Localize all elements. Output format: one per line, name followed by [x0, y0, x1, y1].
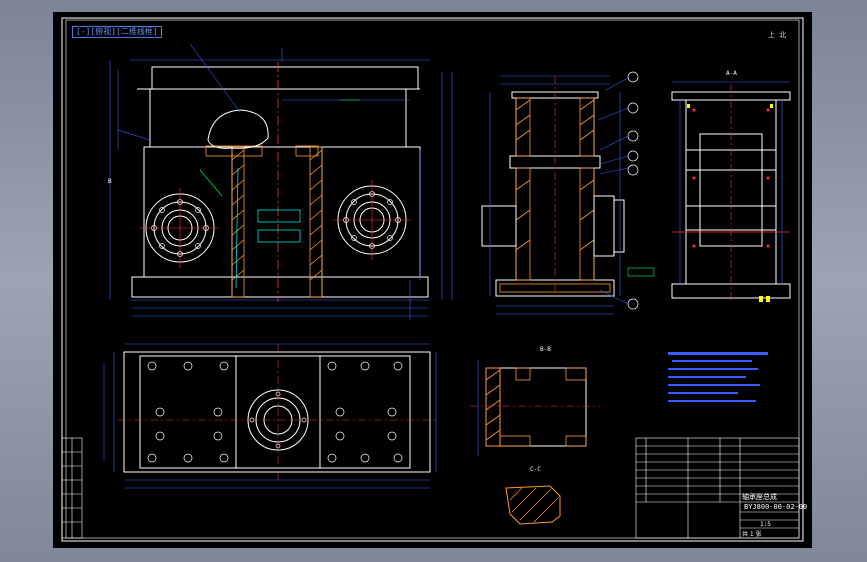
- section-view-c[interactable]: [505, 485, 561, 525]
- drawing-title: 轴承座总成: [742, 493, 777, 501]
- sheet-count: 共 1 张: [742, 531, 762, 538]
- plan-view[interactable]: [103, 343, 438, 489]
- section-label-c: C-C: [530, 466, 541, 473]
- section-label-a: A-A: [726, 70, 737, 77]
- section-label-b: B-B: [540, 346, 551, 353]
- viewport-controls[interactable]: [-][俯视][二维线框]: [72, 26, 162, 38]
- revision-strip: [61, 437, 83, 539]
- drawing-number: BYJ800-00-02-00: [744, 503, 808, 511]
- drawing-scale: 1:5: [760, 521, 771, 528]
- viewcube-compass[interactable]: 上 北: [768, 31, 787, 39]
- technical-notes: [668, 352, 768, 402]
- section-view-b[interactable]: [470, 360, 600, 456]
- inner-frame: [65, 19, 800, 539]
- title-block[interactable]: [635, 437, 800, 539]
- end-view[interactable]: [671, 81, 791, 302]
- view-arrow-label: B: [108, 178, 112, 185]
- outer-frame: [61, 17, 804, 542]
- side-view-a[interactable]: [481, 71, 655, 315]
- front-view[interactable]: [109, 43, 453, 320]
